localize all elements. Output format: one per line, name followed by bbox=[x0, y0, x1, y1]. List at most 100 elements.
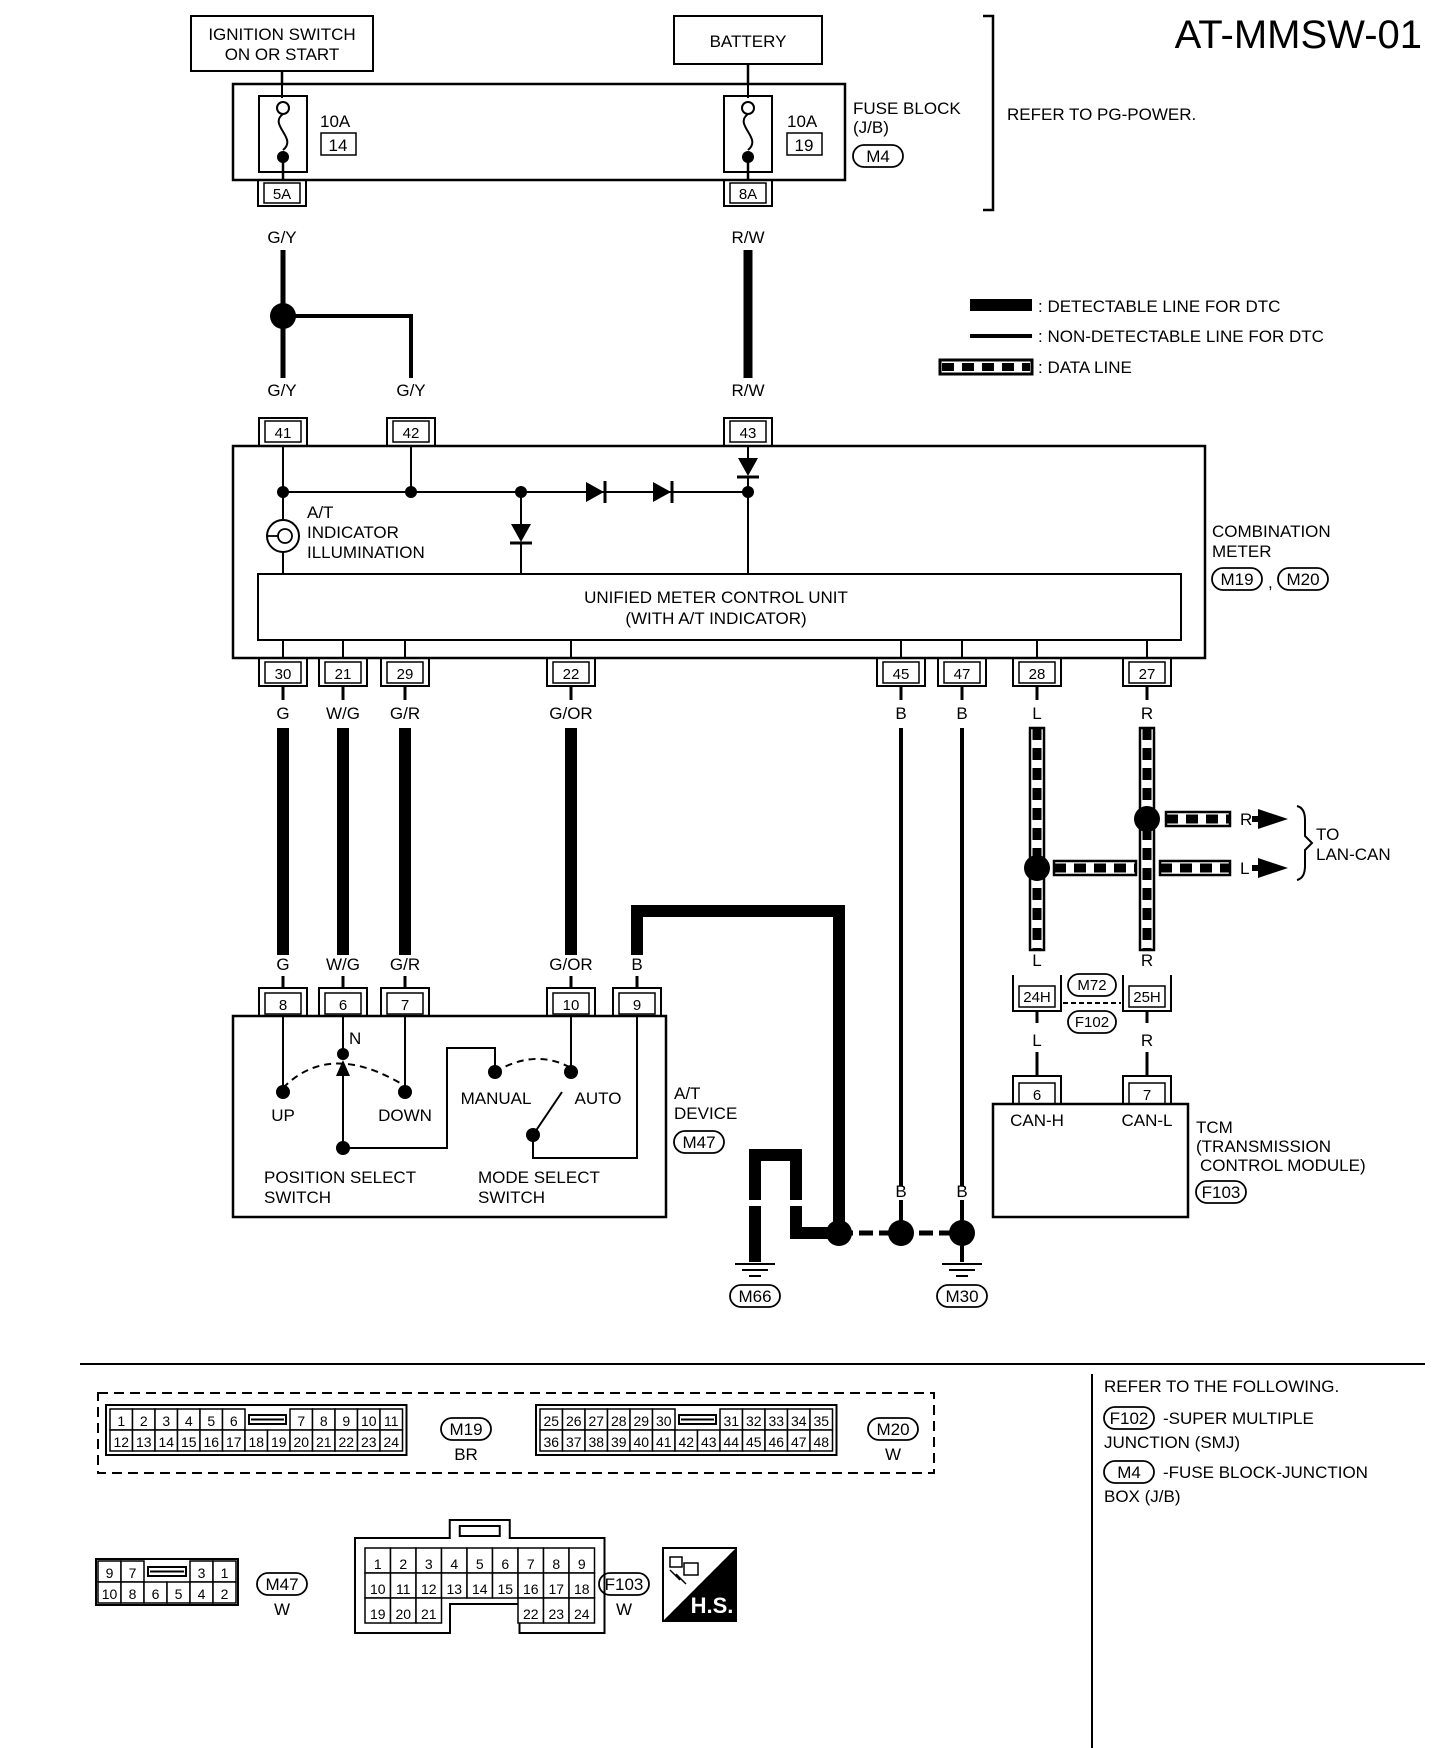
conn-m19-pin-7: 7 bbox=[297, 1413, 305, 1429]
wire-label-wg-dev: W/G bbox=[326, 955, 360, 974]
fuse-19-number: 19 bbox=[795, 136, 814, 155]
device-pin-10: 10 bbox=[546, 987, 596, 1016]
conn-m20-pin-27: 27 bbox=[588, 1413, 604, 1429]
wire-label-rw-43: R/W bbox=[731, 381, 764, 400]
ground-m30: M30 bbox=[945, 1287, 978, 1306]
pin-42: 42 bbox=[386, 417, 436, 446]
conn-m20-pin-38: 38 bbox=[588, 1434, 604, 1450]
fuse-block-connector-m4: M4 bbox=[866, 147, 890, 166]
conn-m19-pin-17: 17 bbox=[226, 1434, 242, 1450]
meter-pin-29: 29 bbox=[380, 658, 430, 687]
legend-non-detectable: : NON-DETECTABLE LINE FOR DTC bbox=[1038, 327, 1324, 346]
smj-connector-m72: M72 bbox=[1077, 977, 1106, 994]
connector-sep: , bbox=[1268, 573, 1273, 592]
ignition-label-2: ON OR START bbox=[225, 45, 340, 64]
can-data-lines: R L bbox=[1024, 726, 1314, 952]
conn-m19-pin-11: 11 bbox=[384, 1413, 399, 1429]
meter-pin-28-label: 28 bbox=[1029, 666, 1046, 683]
at-device-label: A/T DEVICE M47 bbox=[673, 1084, 737, 1154]
f103-pin-3: 3 bbox=[425, 1556, 433, 1572]
f103-pin-19: 19 bbox=[370, 1606, 386, 1622]
conn-m20-pin-36: 36 bbox=[543, 1434, 559, 1450]
meter-pin-21: 21 bbox=[318, 658, 368, 687]
connector-m19-tag: M19 bbox=[1220, 570, 1253, 589]
wire-labels-lower: G W/G G/R G/OR B bbox=[276, 955, 642, 974]
f103-pin-17: 17 bbox=[548, 1581, 564, 1597]
conn-m19-pin-2: 2 bbox=[140, 1413, 148, 1429]
f103-pin-22: 22 bbox=[523, 1606, 539, 1622]
svg-text:41: 41 bbox=[275, 425, 292, 442]
m47-pin-3: 3 bbox=[198, 1565, 206, 1581]
m47-pin-6: 6 bbox=[152, 1586, 160, 1602]
conn-m19-pin-15: 15 bbox=[181, 1434, 197, 1450]
conn-m19-pin-23: 23 bbox=[361, 1434, 377, 1450]
wire-label-wg: W/G bbox=[326, 704, 360, 723]
conn-m20-pin-42: 42 bbox=[678, 1434, 694, 1450]
conn-m19-pin-21: 21 bbox=[316, 1434, 332, 1450]
at-indicator-label-3: ILLUMINATION bbox=[307, 543, 425, 562]
conn-m19-pin-5: 5 bbox=[207, 1413, 215, 1429]
wire-label-g: G bbox=[276, 704, 289, 723]
m47-pin-9: 9 bbox=[106, 1565, 114, 1581]
meter-pin-45: 45 bbox=[876, 658, 926, 687]
battery-box: BATTERY bbox=[673, 15, 823, 65]
conn-m20-pin-41: 41 bbox=[656, 1434, 672, 1450]
wire-label-rw-top: R/W bbox=[731, 228, 764, 247]
f103-pin-11: 11 bbox=[396, 1581, 411, 1597]
m47-pin-2: 2 bbox=[221, 1586, 229, 1602]
pin-43: 43 bbox=[723, 417, 773, 446]
conn-m20-pin-43: 43 bbox=[701, 1434, 717, 1450]
f103-color: W bbox=[616, 1600, 632, 1619]
conn-m20-color: W bbox=[885, 1445, 901, 1464]
f103-pin-12: 12 bbox=[421, 1581, 437, 1597]
wire-label-gor: G/OR bbox=[549, 704, 592, 723]
tcm-connector-f103: F103 bbox=[1202, 1183, 1241, 1202]
tcm-can-h: CAN-H bbox=[1010, 1111, 1064, 1130]
f103-pin-5: 5 bbox=[476, 1556, 484, 1572]
conn-m20-pin-26: 26 bbox=[566, 1413, 582, 1429]
position-down: DOWN bbox=[378, 1106, 432, 1125]
at-device-connector-m47: M47 bbox=[682, 1133, 715, 1152]
diagram-title: AT-MMSW-01 bbox=[1175, 13, 1422, 57]
legend-detectable: : DETECTABLE LINE FOR DTC bbox=[1038, 297, 1280, 316]
hs-label: H.S. bbox=[691, 1593, 734, 1618]
refer-pg-power: REFER TO PG-POWER. bbox=[1007, 105, 1196, 124]
conn-m20-pin-47: 47 bbox=[791, 1434, 807, 1450]
meter-pin-28: 28 bbox=[1012, 658, 1062, 687]
refer-heading: REFER TO THE FOLLOWING. bbox=[1104, 1377, 1339, 1396]
conn-m19-pin-4: 4 bbox=[185, 1413, 193, 1429]
conn-m19-tag: M19 bbox=[449, 1420, 482, 1439]
meter-pin-30-label: 30 bbox=[275, 666, 292, 683]
wire-label-gy-top: G/Y bbox=[267, 228, 296, 247]
at-indicator-label-2: INDICATOR bbox=[307, 523, 399, 542]
fuse-block-label-2: (J/B) bbox=[853, 118, 889, 137]
at-device-label-1: A/T bbox=[674, 1084, 700, 1103]
mode-manual: MANUAL bbox=[461, 1089, 532, 1108]
conn-m20-pin-32: 32 bbox=[746, 1413, 762, 1429]
fuse-block-label: FUSE BLOCK (J/B) M4 bbox=[852, 99, 961, 168]
wire-label-gr: G/R bbox=[390, 704, 420, 723]
combination-meter-label-1: COMBINATION bbox=[1212, 522, 1331, 541]
wire-label-l-tcm: L bbox=[1032, 1031, 1041, 1050]
conn-m20-pin-30: 30 bbox=[656, 1413, 672, 1429]
ground-b-1: B bbox=[749, 1182, 760, 1201]
conn-m20-tag: M20 bbox=[876, 1420, 909, 1439]
ground-m66: M66 bbox=[738, 1287, 771, 1306]
device-pin-8: 8 bbox=[258, 987, 308, 1016]
m47-pin-10: 10 bbox=[102, 1586, 118, 1602]
device-pin-6: 6 bbox=[318, 987, 368, 1016]
f103-pin-15: 15 bbox=[497, 1581, 513, 1597]
wire-label-r-smj: R bbox=[1141, 951, 1153, 970]
tcm-pin-7: 7 bbox=[1143, 1087, 1151, 1104]
wire-label-b-dev: B bbox=[631, 955, 642, 974]
meter-pin-22-label: 22 bbox=[563, 666, 580, 683]
f103-pin-23: 23 bbox=[548, 1606, 564, 1622]
conn-m19-pin-6: 6 bbox=[230, 1413, 238, 1429]
f103-pin-2: 2 bbox=[399, 1556, 407, 1572]
f103-pin-7: 7 bbox=[527, 1556, 535, 1572]
conn-m19-pin-9: 9 bbox=[342, 1413, 350, 1429]
